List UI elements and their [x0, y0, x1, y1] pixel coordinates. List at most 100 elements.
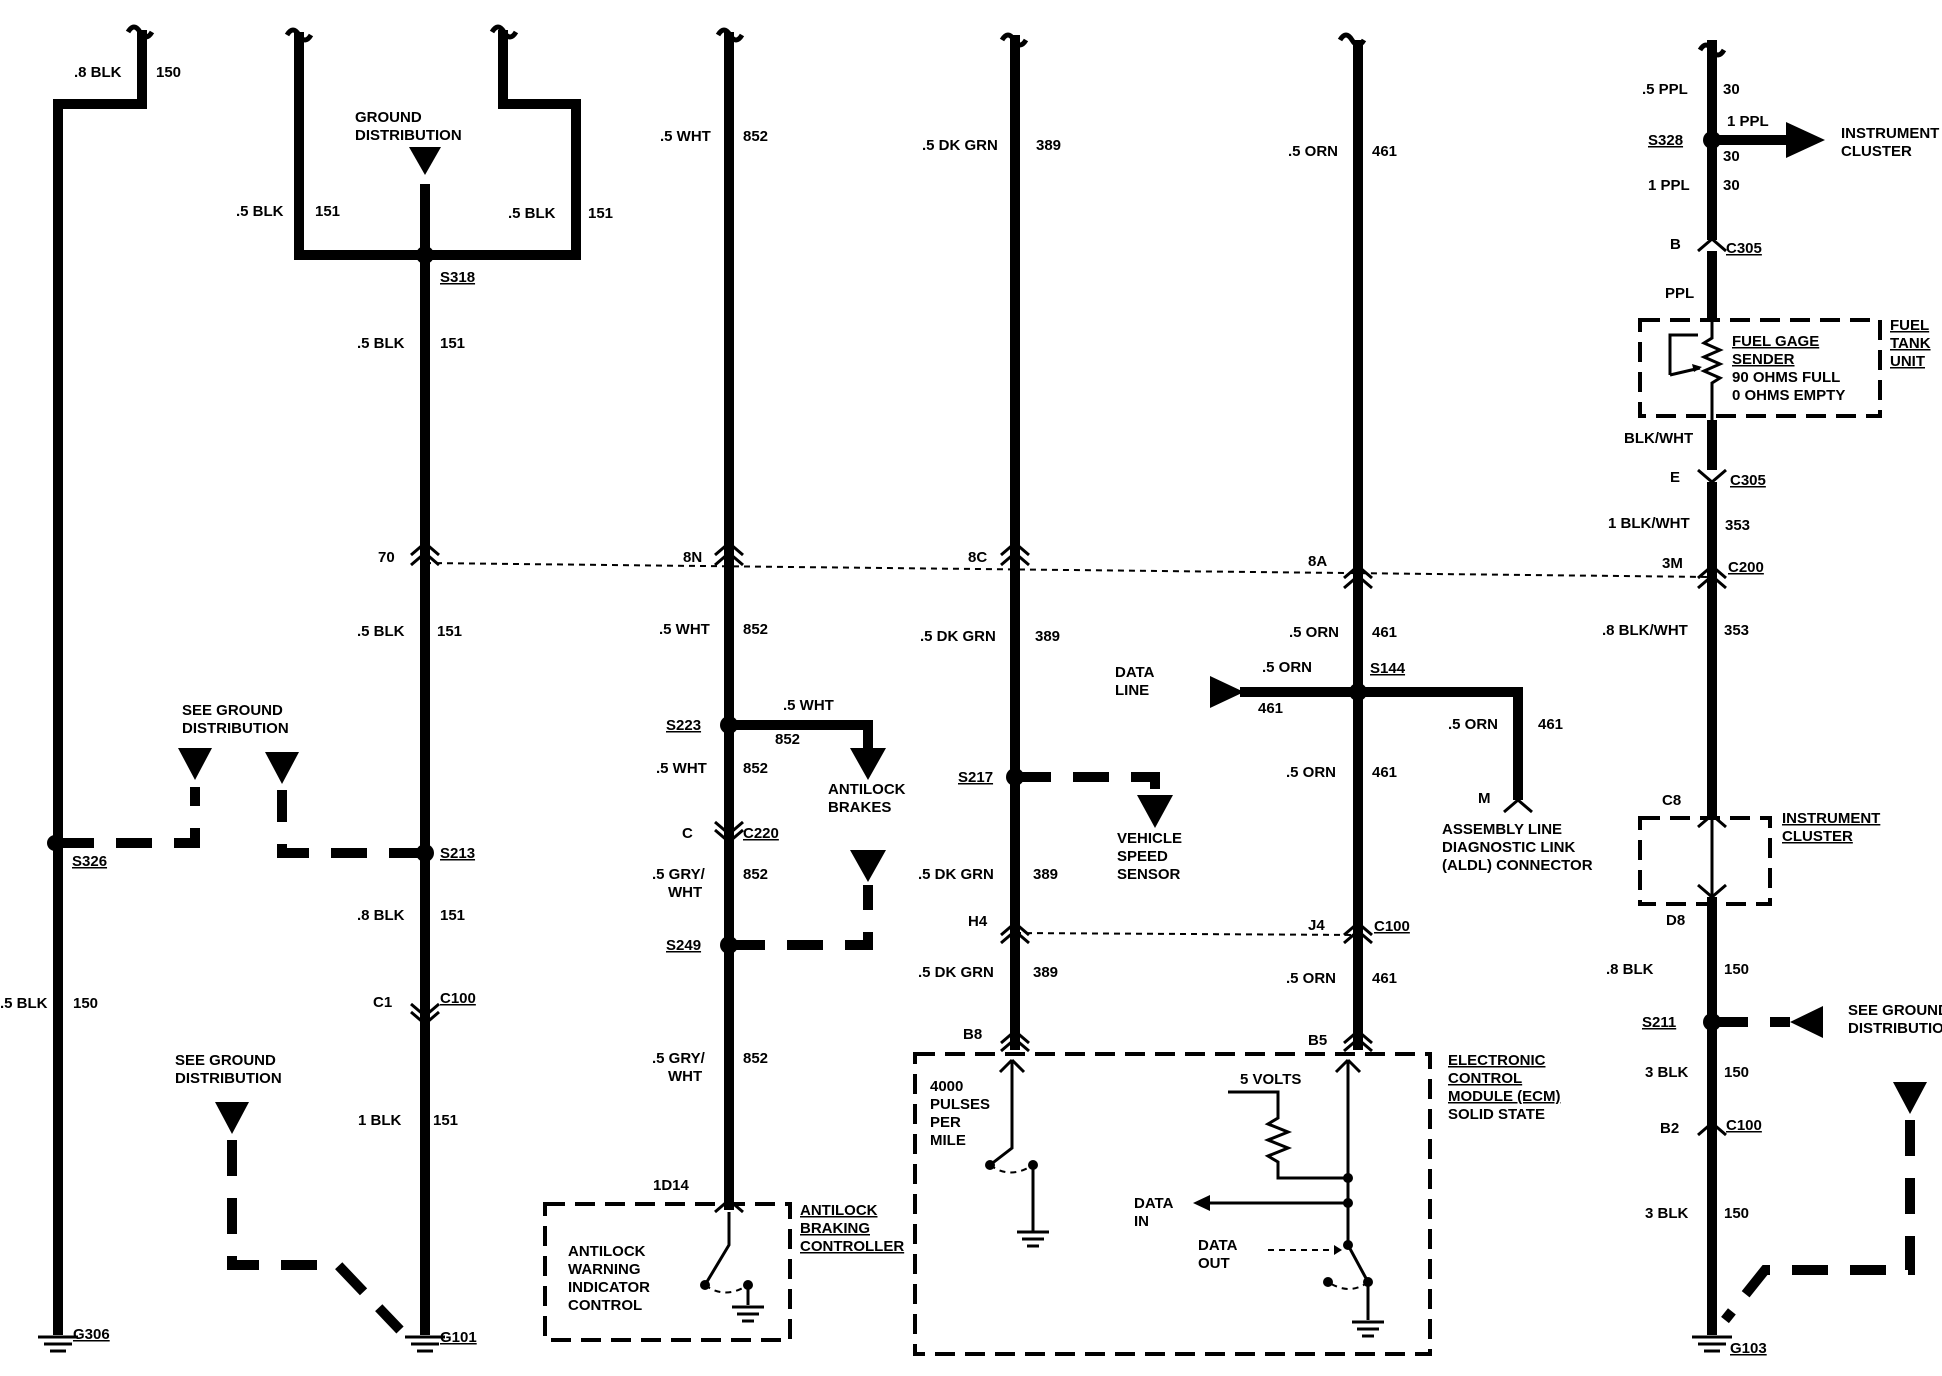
labels: .8 BLK 150 GROUND DISTRIBUTION .5 BLK 15… [0, 64, 1942, 1357]
wire-151-right-branch [425, 30, 581, 260]
label: MILE [930, 1132, 966, 1149]
connector-e-c305 [1697, 468, 1727, 484]
label: DISTRIBUTION [1848, 1020, 1942, 1037]
connector-8a-c200 [1343, 564, 1373, 590]
label: 150 [1724, 1064, 1749, 1081]
arrow-antilock-brakes [850, 748, 886, 780]
wire-461-aldl [1358, 687, 1523, 800]
label: 151 [437, 623, 462, 640]
ecm-data-circuit [1334, 1058, 1370, 1283]
ground-label: G103 [1730, 1340, 1767, 1357]
label: .5 WHT [660, 128, 711, 145]
splice-label: S213 [440, 845, 475, 862]
label: 389 [1033, 866, 1058, 883]
label: 30 [1723, 81, 1740, 98]
label: TANK [1890, 335, 1931, 352]
label: CONTROL [568, 1297, 642, 1314]
label: 1 PPL [1648, 177, 1690, 194]
label: .5 ORN [1288, 143, 1338, 160]
label: INSTRUMENT [1841, 125, 1939, 142]
label: 30 [1723, 148, 1740, 165]
label: B2 [1660, 1120, 1679, 1137]
label: CLUSTER [1782, 828, 1853, 845]
connector-1d14 [714, 1198, 744, 1214]
connector-label: C305 [1730, 472, 1766, 489]
label: DIAGNOSTIC LINK [1442, 839, 1575, 856]
label: M [1478, 790, 1491, 807]
label: CLUSTER [1841, 143, 1912, 160]
connector-label: C100 [1726, 1117, 1762, 1134]
label: 353 [1725, 517, 1750, 534]
label: MODULE (ECM) [1448, 1088, 1561, 1105]
label: INSTRUMENT [1782, 810, 1880, 827]
connector-b2-c100 [1697, 1121, 1727, 1137]
label: C8 [1662, 792, 1681, 809]
label: SEE GROUND [175, 1052, 276, 1069]
label: .5 GRY/ [652, 1050, 706, 1067]
label: .5 BLK [236, 203, 284, 220]
label: 852 [775, 731, 800, 748]
label: 1 PPL [1727, 113, 1769, 130]
label: WHT [668, 1068, 702, 1085]
label: .5 PPL [1642, 81, 1688, 98]
label: GROUND [355, 109, 422, 126]
label: 8A [1308, 553, 1327, 570]
label: BLK/WHT [1624, 430, 1693, 447]
label: DATA [1198, 1237, 1238, 1254]
label: C1 [373, 994, 392, 1011]
ground-g103 [1692, 1335, 1732, 1353]
label: .5 ORN [1262, 659, 1312, 676]
label: SEE GROUND [182, 702, 283, 719]
label: PPL [1665, 285, 1694, 302]
label: 461 [1372, 764, 1397, 781]
label: (ALDL) CONNECTOR [1442, 857, 1593, 874]
label: B [1670, 236, 1681, 253]
connector-label: C100 [440, 990, 476, 1007]
fuel-tank-unit-box [1638, 318, 1882, 418]
splice-label: S326 [72, 853, 107, 870]
label: .8 BLK [74, 64, 122, 81]
label: 3M [1662, 555, 1683, 572]
ground-distribution-triangle-s326 [178, 748, 212, 780]
label: 461 [1372, 624, 1397, 641]
splice-label: S223 [666, 717, 701, 734]
dash-vehicle-speed-sensor [1015, 772, 1160, 800]
arrow-data-line [1210, 676, 1244, 708]
label: 150 [73, 995, 98, 1012]
ground-triangle-s249 [850, 850, 886, 882]
splice-label: S328 [1648, 132, 1683, 149]
label: 151 [588, 205, 613, 222]
connector-line-c100 [1014, 932, 1359, 936]
connector-b-c305 [1697, 237, 1727, 253]
ground-dash-s326 [58, 787, 200, 848]
label: .5 WHT [659, 621, 710, 638]
label: WHT [668, 884, 702, 901]
fuel-gage-sender-resistor [1700, 318, 1724, 420]
label: .5 BLK [357, 623, 405, 640]
label: .5 ORN [1286, 764, 1336, 781]
ground-distribution-triangle-s213 [265, 752, 299, 784]
label: 353 [1724, 622, 1749, 639]
wire-150-left [53, 30, 147, 1335]
splice-label: S318 [440, 269, 475, 286]
label: ANTILOCK [800, 1202, 878, 1219]
connector-b8 [1000, 1029, 1030, 1053]
label: .5 BLK [508, 205, 556, 222]
label: 30 [1723, 177, 1740, 194]
label: .5 WHT [656, 760, 707, 777]
label: 1 BLK/WHT [1608, 515, 1690, 532]
label: .5 DK GRN [918, 964, 994, 981]
label: 4000 [930, 1078, 963, 1095]
switch-antilock [703, 1212, 731, 1286]
label: PER [930, 1114, 961, 1131]
label: VEHICLE [1117, 830, 1182, 847]
label: 90 OHMS FULL [1732, 369, 1840, 386]
arrow-instrument-cluster [1786, 122, 1825, 158]
label: 151 [440, 907, 465, 924]
connector-label: C200 [1728, 559, 1764, 576]
ground-distribution-triangle-g103 [1893, 1082, 1927, 1114]
label: D8 [1666, 912, 1685, 929]
label: SENDER [1732, 351, 1795, 368]
label: 8N [683, 549, 702, 566]
ecm-pulse-circuit [989, 1058, 1026, 1167]
